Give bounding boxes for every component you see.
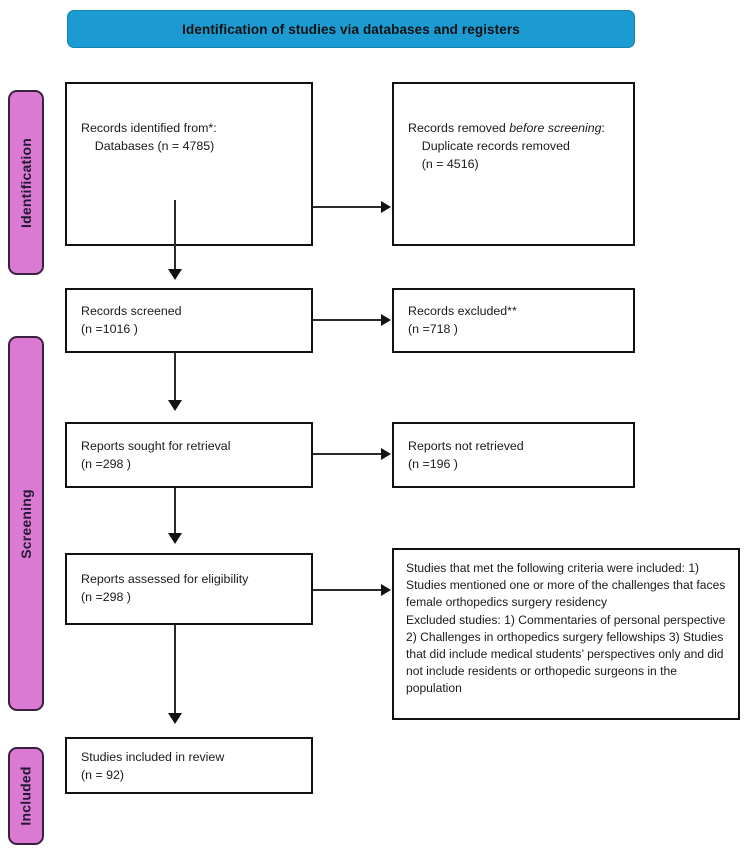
- arrow-down-icon: [168, 713, 182, 724]
- records-removed-emphasis: before screening: [509, 121, 602, 135]
- stage-label-screening: Screening: [8, 336, 44, 711]
- box-records-screened-text: Records screened (n =1016 ): [81, 304, 182, 336]
- box-inclusion-exclusion-criteria: Studies that met the following criteria …: [392, 548, 740, 720]
- arrow-down-icon: [168, 269, 182, 280]
- stage-label-screening-text: Screening: [18, 488, 34, 559]
- connector-sought-to-assessed: [174, 488, 176, 540]
- stage-label-identification: Identification: [8, 90, 44, 275]
- arrow-right-icon: [381, 584, 391, 596]
- connector-identified-to-removed: [313, 206, 383, 208]
- box-studies-included-text: Studies included in review (n = 92): [81, 750, 225, 782]
- arrow-down-icon: [168, 533, 182, 544]
- stage-label-included-text: Included: [18, 766, 35, 826]
- box-records-identified-text: Records identified from*: Databases (n =…: [81, 121, 217, 153]
- box-studies-included-in-review: Studies included in review (n = 92): [65, 737, 313, 794]
- connector-sought-to-not-retrieved: [313, 453, 383, 455]
- box-reports-assessed-for-eligibility: Reports assessed for eligibility (n =298…: [65, 553, 313, 625]
- records-removed-prefix: Records removed: [408, 121, 510, 135]
- arrow-down-icon: [168, 400, 182, 411]
- connector-screened-to-sought: [174, 353, 176, 408]
- connector-assessed-to-included: [174, 625, 176, 720]
- box-reports-sought-text: Reports sought for retrieval (n =298 ): [81, 439, 231, 471]
- records-removed-suffix: : Duplicate records removed (n = 4516): [421, 121, 605, 171]
- box-records-removed-text: Records removed before screening: Duplic…: [408, 120, 623, 174]
- connector-identified-to-screened: [174, 200, 176, 276]
- box-records-excluded: Records excluded** (n =718 ): [392, 288, 635, 353]
- stage-label-identification-text: Identification: [18, 137, 35, 228]
- connector-assessed-to-criteria: [313, 589, 383, 591]
- box-reports-not-retrieved: Reports not retrieved (n =196 ): [392, 422, 635, 488]
- box-reports-sought-for-retrieval: Reports sought for retrieval (n =298 ): [65, 422, 313, 488]
- box-criteria-text: Studies that met the following criteria …: [406, 561, 726, 696]
- box-reports-assessed-text: Reports assessed for eligibility (n =298…: [81, 572, 249, 604]
- arrow-right-icon: [381, 314, 391, 326]
- stage-label-included: Included: [8, 747, 44, 845]
- arrow-right-icon: [381, 201, 391, 213]
- banner-title: Identification of studies via databases …: [182, 21, 520, 37]
- box-records-identified: Records identified from*: Databases (n =…: [65, 82, 313, 246]
- diagram-banner: Identification of studies via databases …: [67, 10, 635, 48]
- arrow-right-icon: [381, 448, 391, 460]
- box-records-screened: Records screened (n =1016 ): [65, 288, 313, 353]
- box-reports-not-retrieved-text: Reports not retrieved (n =196 ): [408, 439, 524, 471]
- box-records-excluded-text: Records excluded** (n =718 ): [408, 304, 517, 336]
- connector-screened-to-excluded: [313, 319, 383, 321]
- box-records-removed-before-screening: Records removed before screening: Duplic…: [392, 82, 635, 246]
